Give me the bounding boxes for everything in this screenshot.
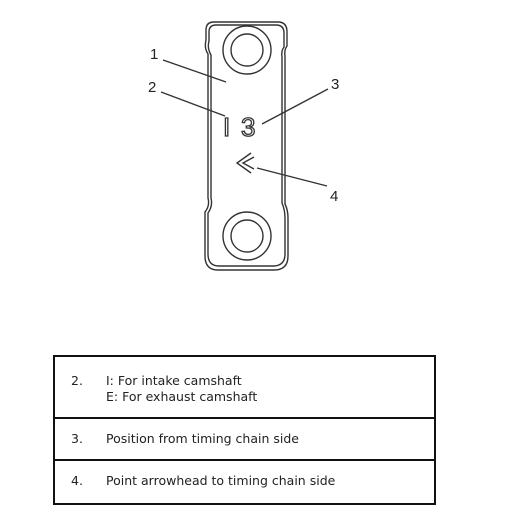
top-bolt-hole-outer (222, 25, 272, 75)
intake-mark-letter: I (223, 112, 230, 142)
callout-4: 4 (330, 188, 338, 205)
leader-line-1 (162, 59, 227, 83)
bracket-outline (204, 21, 289, 271)
legend-row-line: Point arrowhead to timing chain side (106, 473, 336, 488)
callout-2: 2 (148, 79, 156, 96)
bottom-bolt-hole-outer (222, 211, 272, 261)
legend-row-description: Position from timing chain side (106, 431, 299, 447)
position-mark-number: 3 (241, 112, 255, 142)
leader-line-4 (256, 167, 328, 187)
top-bolt-hole-inner (230, 33, 264, 67)
arrowhead-mark (235, 152, 252, 174)
leader-line-3 (261, 88, 329, 125)
legend-table: 2. I: For intake camshaft E: For exhaust… (53, 355, 436, 505)
camshaft-bracket-diagram: I 3 1 2 3 4 (148, 21, 339, 271)
legend-row: 3. Position from timing chain side (55, 419, 434, 461)
legend-row-number: 4. (71, 473, 83, 488)
leader-line-2 (160, 91, 226, 117)
arrowhead-mark-inner (241, 156, 255, 170)
legend-row-description: I: For intake camshaft E: For exhaust ca… (106, 373, 257, 405)
legend-row-number: 2. (71, 373, 83, 388)
callout-3: 3 (331, 76, 339, 93)
legend-row-line: Position from timing chain side (106, 431, 299, 446)
legend-row: 4. Point arrowhead to timing chain side (55, 461, 434, 503)
bottom-bolt-hole-inner (230, 219, 264, 253)
callout-1: 1 (150, 46, 158, 63)
legend-row-number: 3. (71, 431, 83, 446)
legend-row-description: Point arrowhead to timing chain side (106, 473, 335, 489)
bracket-outline-inner (207, 24, 286, 267)
legend-row: 2. I: For intake camshaft E: For exhaust… (55, 357, 434, 419)
legend-row-line: I: For intake camshaft (106, 373, 242, 388)
legend-row-line: E: For exhaust camshaft (106, 389, 258, 404)
